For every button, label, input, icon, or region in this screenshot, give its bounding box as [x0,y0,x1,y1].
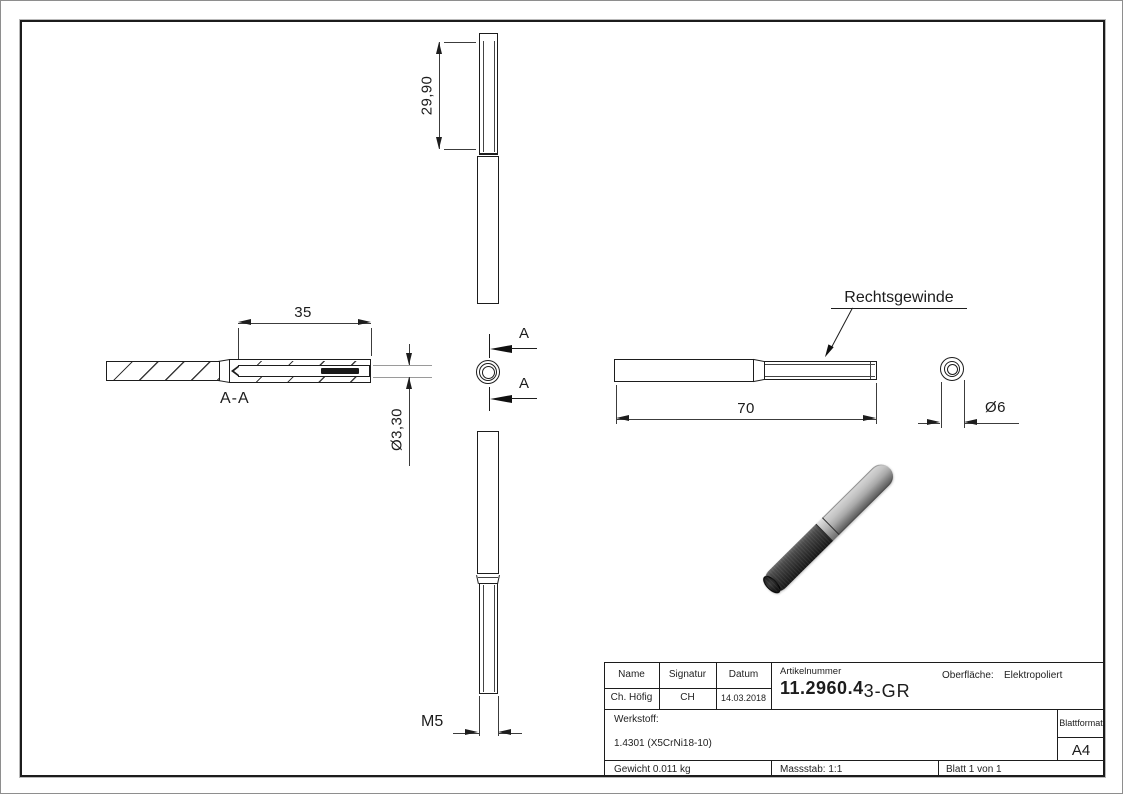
top-view-body-outline [477,156,499,304]
ext-line [444,148,476,150]
dim-bore-depth: 35 [294,304,312,321]
date-value: 14.03.2018 [720,693,767,703]
section-label-bottom: A [519,375,530,392]
grid-line [770,760,772,777]
ext-line [615,385,617,424]
scale-value: Massstab: 1:1 [780,763,843,775]
arrowhead [435,42,442,54]
ext-line [963,380,965,428]
thread-outline [479,583,498,694]
gray-ext-line [373,376,432,378]
thread-core-line [493,585,495,692]
thread-direction-note: Rechtsgewinde [844,289,954,306]
arrowhead [465,729,478,736]
section-arrow [490,344,512,353]
ext-line [444,41,476,43]
article-number-value: 11.2960.43-GR [780,678,911,701]
bore-circle [946,363,958,375]
ext-line [237,328,239,359]
arrowhead [435,137,442,149]
signature-value: CH [680,692,695,703]
article-number-main: 11.2960.4 [780,678,864,698]
thread-outline [764,361,877,380]
arrowhead [927,419,940,426]
ext-line [478,696,480,736]
wall-hatch-top [231,360,368,365]
surface-value: Elektropoliert [1004,670,1063,681]
arrowhead [238,319,251,326]
arrowhead [358,319,371,326]
grid-line [937,760,939,777]
dim-line [408,377,410,466]
dim-thread-size: M5 [421,713,444,730]
grid-line [604,687,771,689]
dim-bore-diameter: Ø3,30 [388,408,406,451]
section-label-top: A [519,325,530,342]
dim-line [616,418,876,420]
thread-core-line [493,41,495,152]
wall-hatch-bottom [231,377,368,382]
sheet-format-label: Blattformat [1059,718,1103,728]
body-outline [614,359,754,382]
section-arrow-line [511,348,537,350]
section-arrow [490,394,512,403]
article-number-suffix: 3-GR [863,681,911,701]
thread-core-line [482,585,484,692]
end-view-bore-circle [481,365,495,379]
drawing-frame-border [19,19,1106,778]
arrowhead [405,353,412,365]
section-title: A-A [220,390,250,407]
grid-line [604,759,1105,761]
dim-total-length: 70 [727,400,765,417]
sheet-value: Blatt 1 von 1 [946,763,1002,775]
dim-outer-diameter: Ø6 [985,399,1006,416]
cut-plane-line [488,334,490,358]
grid-line [658,662,660,709]
cut-plane-line [488,387,490,411]
name-header: Name [618,669,645,680]
arrowhead [616,415,629,422]
section-arrow-line [511,398,537,400]
transition-line [478,576,498,578]
body-outline [477,431,499,574]
drill-cone-inner [234,367,239,375]
arrowhead [498,729,511,736]
grid-line [1057,736,1105,738]
dim-line [238,322,371,324]
name-value: Ch. Höfig [610,692,653,703]
sheet-format-value: A4 [1071,742,1091,759]
arrowhead [964,419,977,426]
ext-line [370,328,372,356]
threaded-end-hatched [106,361,220,381]
thread-core-line [765,364,875,365]
title-block-border [604,662,1105,777]
transition-line [479,153,498,155]
dim-line [964,422,1019,424]
article-number-header: Artikelnummer [780,666,842,677]
grid-line [770,662,772,709]
weight-value: Gewicht 0.011 kg [614,763,691,775]
grid-line [604,708,1105,710]
arrowhead [863,415,876,422]
arrowhead [405,377,412,389]
grid-line [715,662,717,709]
signature-header: Signatur [668,669,707,680]
date-header: Datum [728,669,759,680]
note-underline [831,307,967,309]
ext-line [940,382,942,428]
grid-line [1056,709,1058,760]
gray-ext-line [373,364,432,366]
thread-core-line [482,41,484,152]
material-value: 1.4301 (X5CrNi18-10) [614,738,712,749]
thread-core-line [765,376,875,378]
thread-end-line [870,361,871,380]
bore-micro-text [321,367,359,374]
surface-label: Oberfläche: [942,670,994,681]
ext-line [875,383,877,424]
dim-line [438,42,440,149]
ext-line [497,696,499,736]
material-label: Werkstoff: [614,714,659,725]
dim-thread-length: 29,90 [418,75,436,116]
